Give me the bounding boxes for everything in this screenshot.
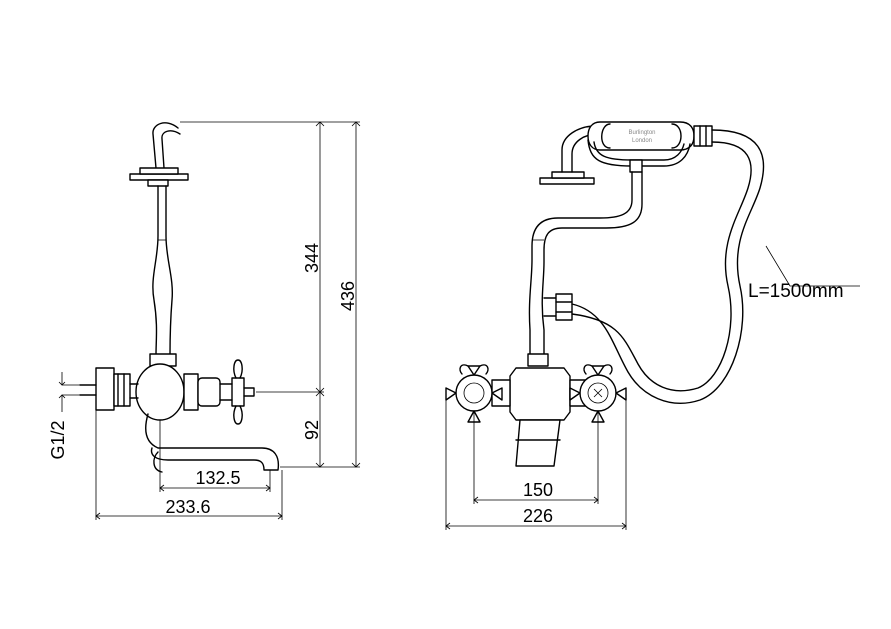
cross-handle-left: [445, 364, 503, 423]
dim-150: 150: [523, 480, 553, 500]
mixer-body-front: [491, 353, 589, 467]
riser-pipe-front: [528, 171, 643, 355]
dim-92: 92: [302, 420, 322, 440]
front-view: Burlington London: [445, 121, 860, 530]
wall-inlet: [79, 367, 139, 411]
cross-handle-right: [569, 364, 627, 423]
front-dimensions: [445, 245, 860, 530]
side-handle: [231, 359, 255, 425]
dim-344: 344: [302, 243, 322, 273]
wall-cradle: [129, 122, 189, 187]
mixer-body-side: [135, 353, 233, 421]
dim-132-5: 132.5: [195, 468, 240, 488]
side-dimensions: [58, 121, 361, 520]
riser-pipe: [152, 185, 174, 356]
dim-436: 436: [338, 281, 358, 311]
dim-233-6: 233.6: [165, 497, 210, 517]
handset: Burlington London: [587, 121, 713, 173]
spout-side: [145, 413, 280, 473]
dim-g1-2: G1/2: [48, 420, 68, 459]
hose-length-label: L=1500mm: [748, 281, 844, 302]
shower-hose: [571, 129, 765, 404]
side-view: 344 436 92 132.5 233.6 G1/2: [48, 121, 361, 520]
logo-city: London: [632, 138, 652, 144]
dim-226: 226: [523, 506, 553, 526]
diverter: [543, 293, 573, 321]
logo-brand: Burlington: [628, 130, 655, 136]
